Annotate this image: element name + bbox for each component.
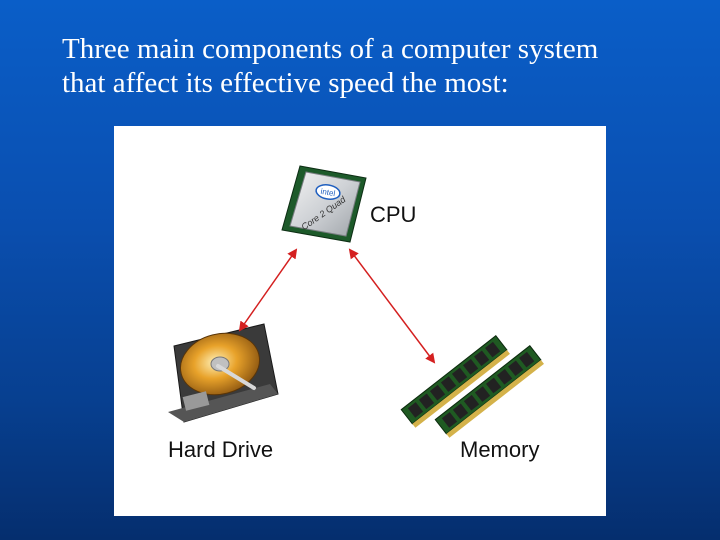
label-cpu: CPU bbox=[370, 202, 417, 227]
title-line-1: Three main components of a computer syst… bbox=[62, 33, 599, 65]
diagram-svg: intel Core 2 Quad bbox=[168, 165, 544, 438]
cpu-chip-brand: intel bbox=[320, 187, 336, 198]
title-line-2: that affect its effective speed the most… bbox=[62, 67, 509, 99]
label-hard-drive: Hard Drive bbox=[168, 437, 274, 462]
memory-modules-icon bbox=[400, 335, 544, 438]
arrow-cpu-harddrive bbox=[238, 248, 298, 332]
cpu-chip-icon: intel Core 2 Quad bbox=[281, 165, 367, 243]
diagram-panel: intel Core 2 Quad bbox=[114, 126, 606, 516]
arrow-cpu-memory bbox=[348, 248, 436, 364]
slide-title: Three main components of a computer syst… bbox=[62, 32, 702, 100]
label-memory: Memory bbox=[460, 437, 540, 462]
hard-drive-icon bbox=[168, 323, 279, 423]
